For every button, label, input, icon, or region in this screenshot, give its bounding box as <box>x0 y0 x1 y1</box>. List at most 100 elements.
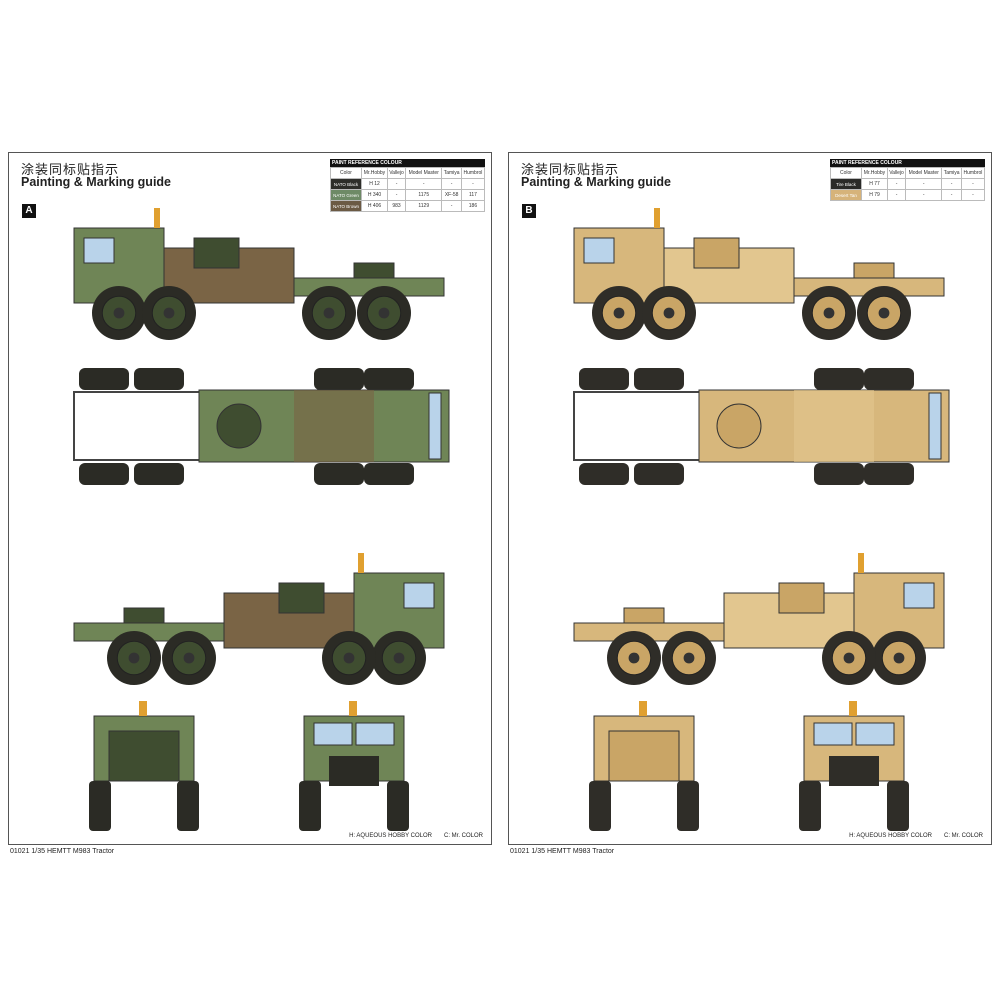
title-english: Painting & Marking guide <box>21 175 172 189</box>
tire <box>177 781 199 831</box>
paint-value: - <box>905 189 943 201</box>
camo-patch <box>794 390 874 462</box>
beacon-light <box>358 553 364 573</box>
tire <box>799 781 821 831</box>
tire <box>134 368 184 390</box>
color-legend: H: AQUEOUS HOBBY COLOR C: Mr. COLOR <box>837 833 983 839</box>
rear-frame <box>108 730 180 782</box>
legend-aqueous: H: AQUEOUS HOBBY COLOR <box>849 833 932 839</box>
paint-value: - <box>460 178 486 190</box>
side-view <box>573 208 945 340</box>
hub-center <box>878 307 890 319</box>
column-header: Mr.Hobby <box>361 167 388 179</box>
hub-center <box>183 652 195 664</box>
spare-tire-mount <box>778 582 825 614</box>
paint-value: 186 <box>460 200 486 212</box>
scheme-badge: B <box>522 204 536 218</box>
hub-center <box>378 307 390 319</box>
column-header: Color <box>330 167 362 179</box>
column-header: Model Master <box>905 167 943 179</box>
hub-center <box>893 652 905 664</box>
paint-value: - <box>386 178 407 190</box>
legend-mr-color: C: Mr. COLOR <box>943 833 983 839</box>
cab-window <box>903 582 935 609</box>
paint-code: H 12 <box>361 178 388 190</box>
paint-value: - <box>905 178 943 190</box>
paint-value: - <box>405 178 443 190</box>
tire <box>579 368 629 390</box>
spare-tire-mount <box>193 237 240 269</box>
windshield <box>428 392 442 460</box>
tire <box>579 463 629 485</box>
fifth-wheel <box>353 262 395 279</box>
tire <box>634 463 684 485</box>
spare-tire-mount <box>278 582 325 614</box>
window-right <box>855 722 895 746</box>
beacon-light <box>858 553 864 573</box>
cab-window <box>83 237 115 264</box>
paint-value: - <box>441 200 462 212</box>
tire <box>589 781 611 831</box>
footer-caption: 01021 1/35 HEMTT M983 Tractor <box>10 848 115 855</box>
paint-value: - <box>960 178 986 190</box>
spare-tire <box>716 403 762 449</box>
painting-guide-page-b: 涂装同标贴指示 Painting & Marking guide B PAINT… <box>508 152 992 845</box>
fifth-wheel <box>853 262 895 279</box>
tire <box>677 781 699 831</box>
tire <box>387 781 409 831</box>
tire <box>364 463 414 485</box>
windshield <box>928 392 942 460</box>
paint-value: - <box>441 178 462 190</box>
tire <box>314 368 364 390</box>
paint-table-title: PAINT REFERENCE COLOUR <box>830 159 985 167</box>
tire <box>299 781 321 831</box>
camo-patch <box>294 390 374 462</box>
hub-center <box>128 652 140 664</box>
window-left <box>813 722 853 746</box>
paint-value: - <box>960 189 986 201</box>
spare-tire <box>216 403 262 449</box>
color-swatch: Desert Tan <box>830 189 862 201</box>
footer-caption: 01021 1/35 HEMTT M983 Tractor <box>510 848 615 855</box>
color-swatch: Tire Black <box>830 178 862 190</box>
title-english: Painting & Marking guide <box>521 175 672 189</box>
tire <box>634 368 684 390</box>
column-header: Tamiya <box>441 167 462 179</box>
color-swatch: NATO Green <box>330 189 362 201</box>
beacon-light <box>139 701 147 716</box>
paint-code: H 77 <box>861 178 888 190</box>
truck-views <box>73 208 450 831</box>
window-right <box>355 722 395 746</box>
paint-value: 1175 <box>405 189 443 201</box>
paint-value: - <box>886 178 907 190</box>
column-header: Humbrol <box>460 167 486 179</box>
hub-center <box>823 307 835 319</box>
front-view <box>299 701 409 831</box>
legend-mr-color: C: Mr. COLOR <box>443 833 483 839</box>
side-view <box>73 553 445 685</box>
paint-value: - <box>941 189 962 201</box>
spare-tire-mount <box>693 237 740 269</box>
tire <box>314 463 364 485</box>
hub-center <box>343 652 355 664</box>
grille <box>829 756 879 786</box>
window-left <box>313 722 353 746</box>
column-header: Mr.Hobby <box>861 167 888 179</box>
truck-views <box>573 208 950 831</box>
paint-value: 117 <box>460 189 486 201</box>
grille <box>329 756 379 786</box>
tire <box>814 368 864 390</box>
hub-center <box>163 307 175 319</box>
hub-center <box>113 307 125 319</box>
hub-center <box>628 652 640 664</box>
paint-value: - <box>386 189 407 201</box>
beacon-light <box>849 701 857 716</box>
paint-value: - <box>941 178 962 190</box>
scheme-badge: A <box>22 204 36 218</box>
